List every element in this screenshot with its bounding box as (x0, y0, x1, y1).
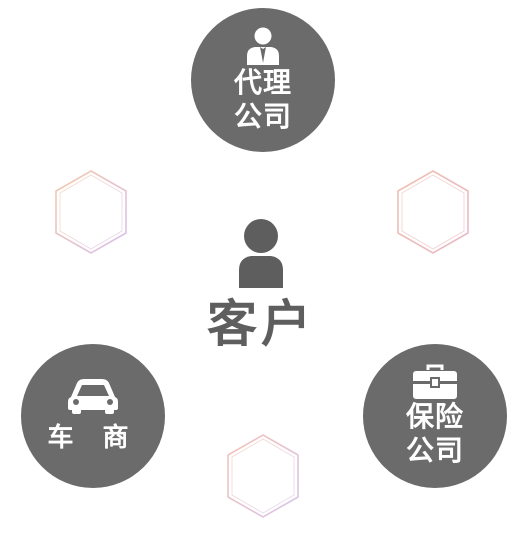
person-icon (186, 218, 336, 288)
node-agent-label: 代理 公司 (233, 66, 292, 133)
center-customer: 客户 (186, 218, 336, 354)
node-agent-company: 代理 公司 (191, 8, 335, 152)
node-insurer-label: 保险 公司 (405, 400, 464, 467)
briefcase-icon (412, 364, 458, 400)
car-icon (67, 377, 119, 415)
node-car-dealer: 车 商 (21, 344, 165, 488)
center-customer-label: 客户 (207, 295, 315, 353)
node-insurance-company: 保险 公司 (363, 344, 507, 488)
node-dealer-label: 车 商 (47, 423, 139, 453)
businessman-icon (244, 26, 282, 66)
hexagon-decoration-right (394, 168, 472, 256)
hexagon-decoration-left (52, 168, 130, 256)
hexagon-decoration-bottom (224, 432, 302, 520)
